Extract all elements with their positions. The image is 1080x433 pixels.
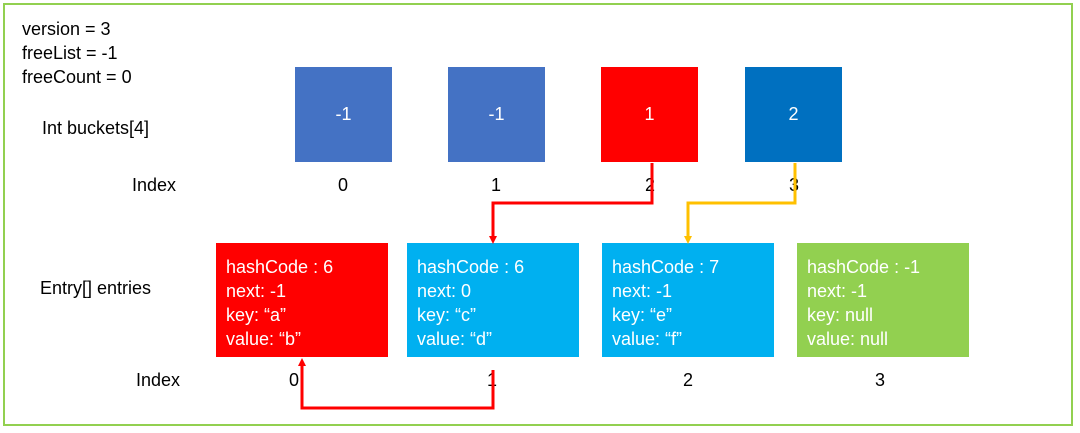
bucket-0: -1: [295, 67, 392, 162]
entry-2-value: value: “f”: [612, 329, 683, 349]
bucket-3-value: 2: [788, 104, 799, 124]
entry-0-key: key: “a”: [226, 305, 287, 325]
bucket-index-3: 3: [788, 175, 799, 195]
entry-0-hashcode: hashCode : 6: [226, 257, 334, 277]
bucket-index-1: 1: [490, 175, 501, 195]
entry-2-key: key: “e”: [612, 305, 673, 325]
entry-3-hashcode: hashCode : -1: [807, 257, 921, 277]
entry-3: hashCode : -1 next: -1 key: null value: …: [797, 243, 969, 357]
diagram-frame: [3, 3, 1073, 426]
entry-index-1: 1: [486, 370, 497, 390]
bucket-2-value: 1: [644, 104, 655, 124]
entry-3-next: next: -1: [807, 281, 868, 301]
entry-0: hashCode : 6 next: -1 key: “a” value: “b…: [216, 243, 388, 357]
entry-1-next: next: 0: [417, 281, 472, 301]
entry-2-hashcode: hashCode : 7: [612, 257, 720, 277]
entry-2-next: next: -1: [612, 281, 673, 301]
entry-3-key: key: null: [807, 305, 874, 325]
buckets-index-label: Index: [132, 175, 177, 195]
bucket-1-value: -1: [488, 104, 505, 124]
entry-index-2: 2: [682, 370, 693, 390]
bucket-2: 1: [601, 67, 698, 162]
bucket-0-value: -1: [335, 104, 352, 124]
bucket-index-2: 2: [644, 175, 655, 195]
bucket-1: -1: [448, 67, 545, 162]
buckets-label: Int buckets[4]: [42, 118, 150, 138]
entry-0-next: next: -1: [226, 281, 287, 301]
bucket-3: 2: [745, 67, 842, 162]
entry-1-hashcode: hashCode : 6: [417, 257, 525, 277]
entry-2: hashCode : 7 next: -1 key: “e” value: “f…: [602, 243, 774, 357]
entry-0-value: value: “b”: [226, 329, 302, 349]
entry-index-0: 0: [288, 370, 299, 390]
freelist-text: freeList = -1: [22, 43, 118, 63]
entries-label: Entry[] entries: [40, 278, 152, 298]
entry-1-value: value: “d”: [417, 329, 493, 349]
freecount-text: freeCount = 0: [22, 67, 132, 87]
entry-1: hashCode : 6 next: 0 key: “c” value: “d”: [407, 243, 579, 357]
entry-index-3: 3: [874, 370, 885, 390]
version-text: version = 3: [22, 19, 111, 39]
entry-3-value: value: null: [807, 329, 889, 349]
entry-1-key: key: “c”: [417, 305, 477, 325]
entries-index-label: Index: [136, 370, 181, 390]
bucket-index-0: 0: [337, 175, 348, 195]
